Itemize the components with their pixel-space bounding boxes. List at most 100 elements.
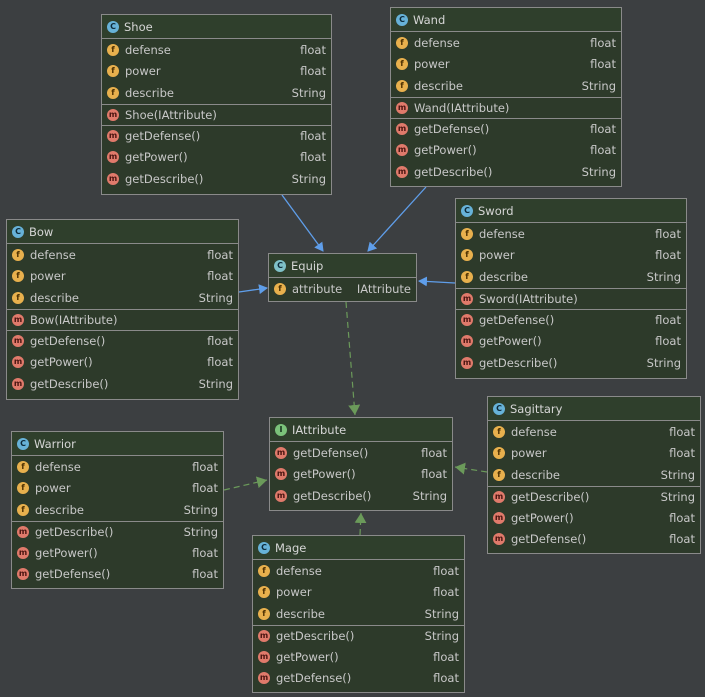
member-type: float bbox=[300, 150, 326, 165]
member-name: describe bbox=[30, 290, 79, 305]
member-type: float bbox=[300, 42, 326, 57]
method-icon: m bbox=[17, 546, 29, 559]
member-name: power bbox=[479, 248, 515, 263]
method-icon: m bbox=[258, 650, 270, 663]
member-type: float bbox=[669, 446, 695, 461]
class-icon: C bbox=[12, 225, 24, 238]
member-name: getDefense() bbox=[479, 313, 555, 328]
class-icon: C bbox=[107, 20, 119, 33]
field-icon: f bbox=[461, 270, 473, 283]
class-name: Sagittary bbox=[510, 401, 563, 416]
member-name: describe bbox=[125, 85, 174, 100]
field-icon: f bbox=[107, 43, 119, 56]
member-type: String bbox=[660, 467, 695, 482]
member-type: float bbox=[433, 649, 459, 664]
field-icon: f bbox=[493, 425, 505, 438]
class-name: Warrior bbox=[34, 436, 76, 451]
member-type: String bbox=[424, 606, 459, 621]
member-name: Sword(IAttribute) bbox=[479, 291, 578, 306]
field-icon: f bbox=[17, 503, 29, 516]
method-icon: m bbox=[17, 525, 29, 538]
member-name: defense bbox=[276, 563, 322, 578]
member-type: float bbox=[669, 424, 695, 439]
method-icon: m bbox=[12, 313, 24, 326]
member-name: getDescribe() bbox=[511, 489, 590, 504]
member-name: getDescribe() bbox=[479, 355, 558, 370]
member-name: getDefense() bbox=[35, 567, 111, 582]
member-type: float bbox=[207, 334, 233, 349]
member-name: describe bbox=[511, 467, 560, 482]
class-icon: C bbox=[461, 204, 473, 217]
member-name: defense bbox=[35, 459, 81, 474]
